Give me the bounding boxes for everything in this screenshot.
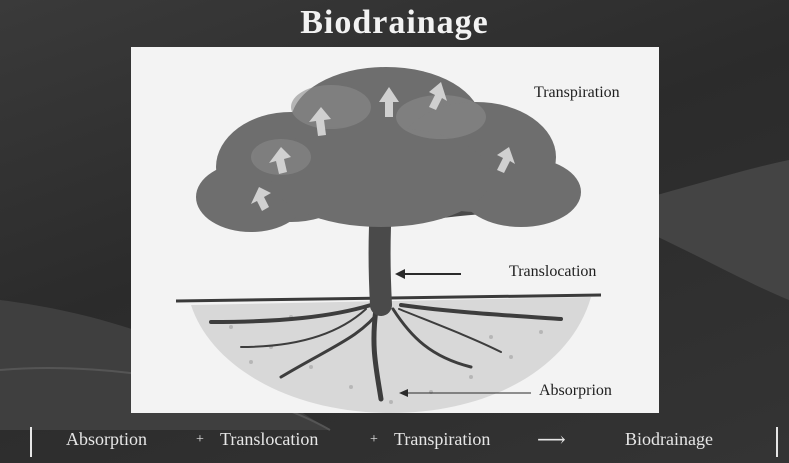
bar-left-edge — [30, 427, 32, 457]
tree-diagram: Transpiration Translocation Absorprion — [131, 47, 659, 413]
label-transpiration: Transpiration — [534, 84, 620, 102]
process-equation: Absorption + Translocation + Transpirati… — [30, 425, 780, 459]
equation-transpiration: Transpiration — [394, 429, 490, 450]
equation-translocation: Translocation — [220, 429, 318, 450]
plus-icon: + — [370, 432, 378, 448]
slide-title: Biodrainage — [0, 4, 789, 42]
plus-icon: + — [196, 432, 204, 448]
soil-area — [191, 297, 591, 413]
bar-right-edge — [776, 427, 778, 457]
translocation-arrow — [395, 269, 461, 279]
equation-biodrainage: Biodrainage — [625, 429, 713, 450]
label-translocation: Translocation — [509, 263, 596, 281]
equation-absorption: Absorption — [66, 429, 147, 450]
arrow-right-icon: ⟶ — [537, 427, 566, 452]
label-absorption: Absorprion — [539, 382, 612, 400]
